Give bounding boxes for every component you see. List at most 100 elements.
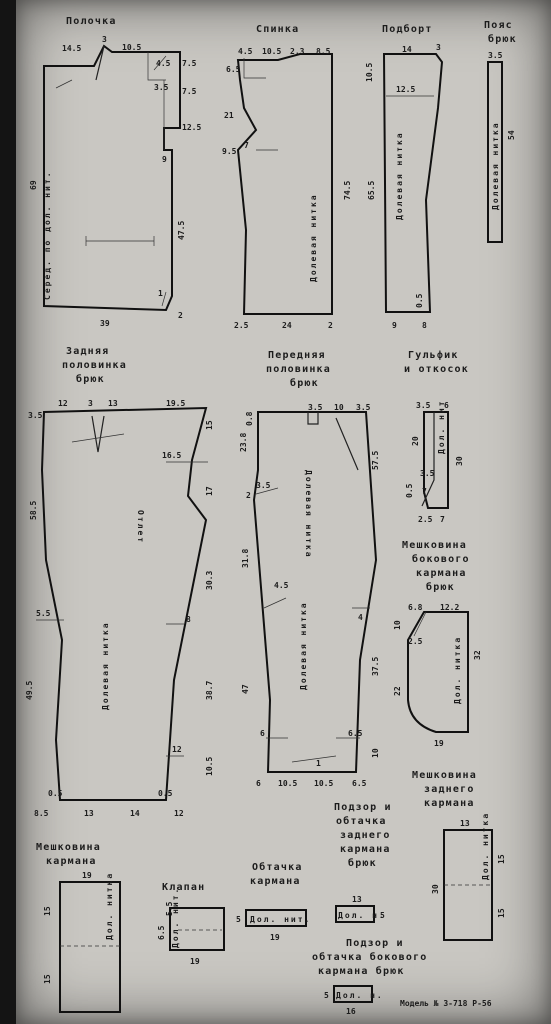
title-gulfik-1: Гульфик (408, 349, 459, 361)
grain-meshk-karm: Дол. нитка (105, 872, 114, 940)
title-meshk-zad-3: кармана (424, 798, 475, 809)
dim-f-3-5a: 3.5 (308, 403, 323, 412)
dim-pb-8: 8 (422, 321, 427, 330)
dim-p1-9: 9 (162, 155, 167, 164)
dim-py-3-5: 3.5 (488, 51, 503, 60)
dim-f-0-8: 0.8 (245, 411, 254, 426)
title-podzor-bok-1: Подзор и (346, 938, 404, 949)
dim-s-24: 24 (282, 321, 292, 330)
dim-pb-14: 14 (402, 45, 412, 54)
dim-s-21: 21 (224, 111, 234, 120)
dim-f-6a: 6 (260, 729, 265, 738)
piece-polochka: Полочка 14.5 3 10.5 7.5 3.5 4.5 7.5 12.5… (29, 16, 201, 328)
dim-py-54: 54 (507, 130, 516, 140)
meshk-bok-mark (413, 611, 427, 637)
polochka-corner (161, 291, 167, 307)
podzor-zad-outline (335, 905, 375, 923)
piece-meshkovina-bokovogo: Мешковина бокового кармана брюк 6.8 12.2… (393, 540, 482, 748)
dim-g-2-5: 2.5 (418, 515, 433, 524)
dim-pb-0-5: 0.5 (415, 293, 424, 308)
meshk-karm-outline (59, 881, 121, 1013)
title-polochka: Полочка (66, 16, 117, 27)
title-perednyaya-2: половинка (266, 364, 331, 375)
dim-mz-15b: 15 (497, 908, 506, 918)
dim-s-2-5: 2.5 (234, 321, 249, 330)
dim-z-30-3: 30.3 (205, 571, 214, 590)
piece-obtachka: Обтачка кармана 5 19 Дол. нит. (236, 861, 311, 942)
gulfik-inner (421, 412, 435, 507)
dim-pb-9: 9 (392, 321, 397, 330)
dim-p1-69: 69 (29, 180, 38, 190)
pattern-drawing: Полочка 14.5 3 10.5 7.5 3.5 4.5 7.5 12.5… (25, 16, 516, 1016)
dim-z-49-5: 49.5 (25, 681, 34, 700)
dim-mb-12-2: 12.2 (440, 603, 459, 612)
dim-s-9-5: 9.5 (222, 147, 237, 156)
grain-gulfik: Дол. нит (437, 399, 446, 454)
zadnyaya-marks (36, 433, 208, 757)
title-poyas-1: Пояс (484, 20, 513, 31)
title-podzor-zad-5: брюк (348, 857, 377, 869)
dim-s-8-5: 8.5 (316, 47, 331, 56)
dim-pb-3: 3 (436, 43, 441, 52)
dim-z-8: 8 (186, 615, 191, 624)
dim-f-47: 47 (241, 684, 250, 694)
grain-spinka: Долевая нитка (309, 193, 318, 282)
title-perednyaya-1: Передняя (268, 350, 326, 361)
dim-z-8-5: 8.5 (34, 809, 49, 818)
dim-g-7: 7 (422, 487, 427, 496)
title-obtachka-2: кармана (250, 876, 301, 887)
grain-seredina: Серед. по дол. нит. (43, 170, 52, 300)
grain-perednyaya-2: Долевая нитка (299, 601, 308, 690)
dim-z-3: 3 (88, 399, 93, 408)
dim-f-23-8: 23.8 (239, 433, 248, 452)
grain-obtachka: Дол. нит. (250, 915, 311, 924)
model-label: Модель № 3-718 Р-56 (400, 999, 492, 1008)
dim-s-2: 2 (328, 321, 333, 330)
piece-podzor-zadnego: Подзор и обтачка заднего кармана брюк 13… (334, 802, 391, 923)
dim-g-6: 6 (444, 401, 449, 410)
dim-p1-3: 3 (102, 35, 107, 44)
poyas-outline (487, 61, 503, 243)
dim-pz-13: 13 (352, 895, 362, 904)
dim-z-14: 14 (130, 809, 140, 818)
piece-meshkovina-karmana: Мешковина кармана 19 15 15 Дол. нитка (36, 842, 121, 1013)
dim-mz-30: 30 (431, 884, 440, 894)
dim-f-6-5b: 6.5 (352, 779, 367, 788)
spinka-outline (236, 53, 333, 315)
title-spinka: Спинка (256, 24, 299, 35)
klapan-outline (169, 907, 225, 951)
dim-p1-7-5: 7.5 (182, 59, 197, 68)
piece-klapan: Клапан 6.5 5.5 19 Дол. нит. (157, 882, 225, 966)
dim-pbk-16: 16 (346, 1007, 356, 1016)
dim-f-10b: 10 (371, 748, 380, 758)
grain-zadnyaya: Долевая нитка (101, 621, 110, 710)
title-obtachka-1: Обтачка (252, 861, 303, 873)
dim-mb-10: 10 (393, 620, 402, 630)
grain-perednyaya-1: Долевая нитка (304, 470, 313, 559)
piece-podzor-bokovogo: Подзор и обтачка бокового кармана брюк 5… (312, 938, 426, 1016)
dim-k-19: 19 (190, 957, 200, 966)
dim-pbk-5: 5 (324, 991, 329, 1000)
dim-s-10-5: 10.5 (262, 47, 281, 56)
dim-z-3-5: 3.5 (28, 411, 43, 420)
title-podzor-bok-3: кармана брюк (318, 965, 405, 977)
podzor-bok-outline (333, 985, 373, 1003)
dim-pb-12-5: 12.5 (396, 85, 415, 94)
piece-poyas: Пояс брюк 3.5 54 Долевая нитка (484, 20, 516, 243)
piece-meshkovina-zadnego: Мешковина заднего кармана 13 15 30 15 До… (412, 770, 506, 941)
title-meshk-bok-1: Мешковина (402, 540, 467, 551)
dim-pb-10-5: 10.5 (365, 63, 374, 82)
title-zadnyaya-1: Задняя (66, 346, 109, 357)
dim-p1-14-5: 14.5 (62, 44, 81, 53)
dim-f-57-5: 57.5 (371, 451, 380, 470)
dim-z-10-5: 10.5 (205, 757, 214, 776)
dim-g-3-5b: 3.5 (420, 469, 435, 478)
grain-otlet: Отлет (136, 510, 145, 544)
dim-mb-6-8: 6.8 (408, 603, 423, 612)
dim-z-13: 13 (108, 399, 118, 408)
dim-f-10: 10 (334, 403, 344, 412)
dim-mk-15a: 15 (43, 906, 52, 916)
dim-mz-13: 13 (460, 819, 470, 828)
title-meshk-karm-2: кармана (46, 856, 97, 867)
dim-z-0-5b: 0.5 (158, 789, 173, 798)
